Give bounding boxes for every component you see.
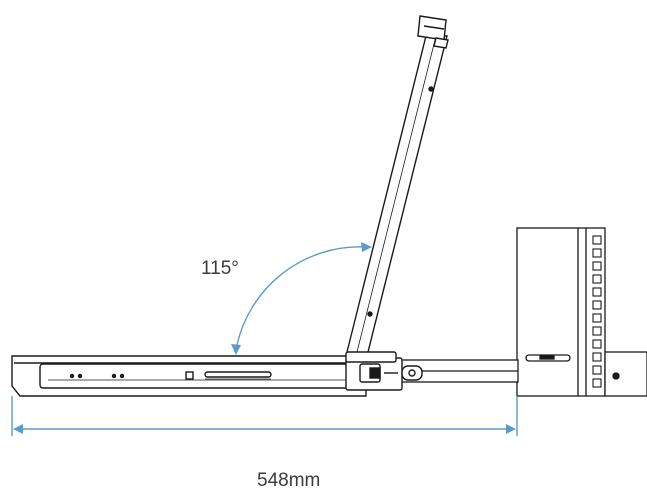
angle-arc	[235, 246, 367, 351]
rail-inner-channel	[39, 363, 361, 389]
rail-slot	[204, 371, 272, 378]
angle-label: 115°	[201, 258, 239, 279]
rear-rail-screw	[612, 372, 620, 380]
rail-square-hole	[185, 371, 194, 380]
rack-box	[516, 227, 606, 397]
dimension-arrow-left	[13, 424, 23, 434]
lcd-arm-screw	[367, 311, 373, 317]
slide-rail	[11, 355, 423, 397]
angle-arrowhead-top	[361, 242, 372, 252]
rack-post	[516, 227, 606, 397]
rail-hole-pairs	[69, 373, 125, 379]
width-dimension	[11, 396, 518, 436]
lcd-hinge	[345, 351, 397, 363]
rear-rail-extension	[399, 351, 647, 397]
rack-holes	[592, 235, 602, 388]
lcd-arm-body	[345, 35, 448, 357]
rack-slot	[525, 354, 571, 362]
angle-indicator	[231, 242, 372, 355]
angle-arrowhead-bottom	[231, 344, 241, 355]
lcd-arm	[345, 15, 449, 363]
lcd-arm-top-cap	[417, 15, 449, 49]
width-dimension-label: 548mm	[257, 470, 321, 491]
lcd-arm-screw	[428, 86, 434, 92]
dimension-arrow-right	[506, 424, 516, 434]
rack-slot-inner	[539, 355, 555, 360]
